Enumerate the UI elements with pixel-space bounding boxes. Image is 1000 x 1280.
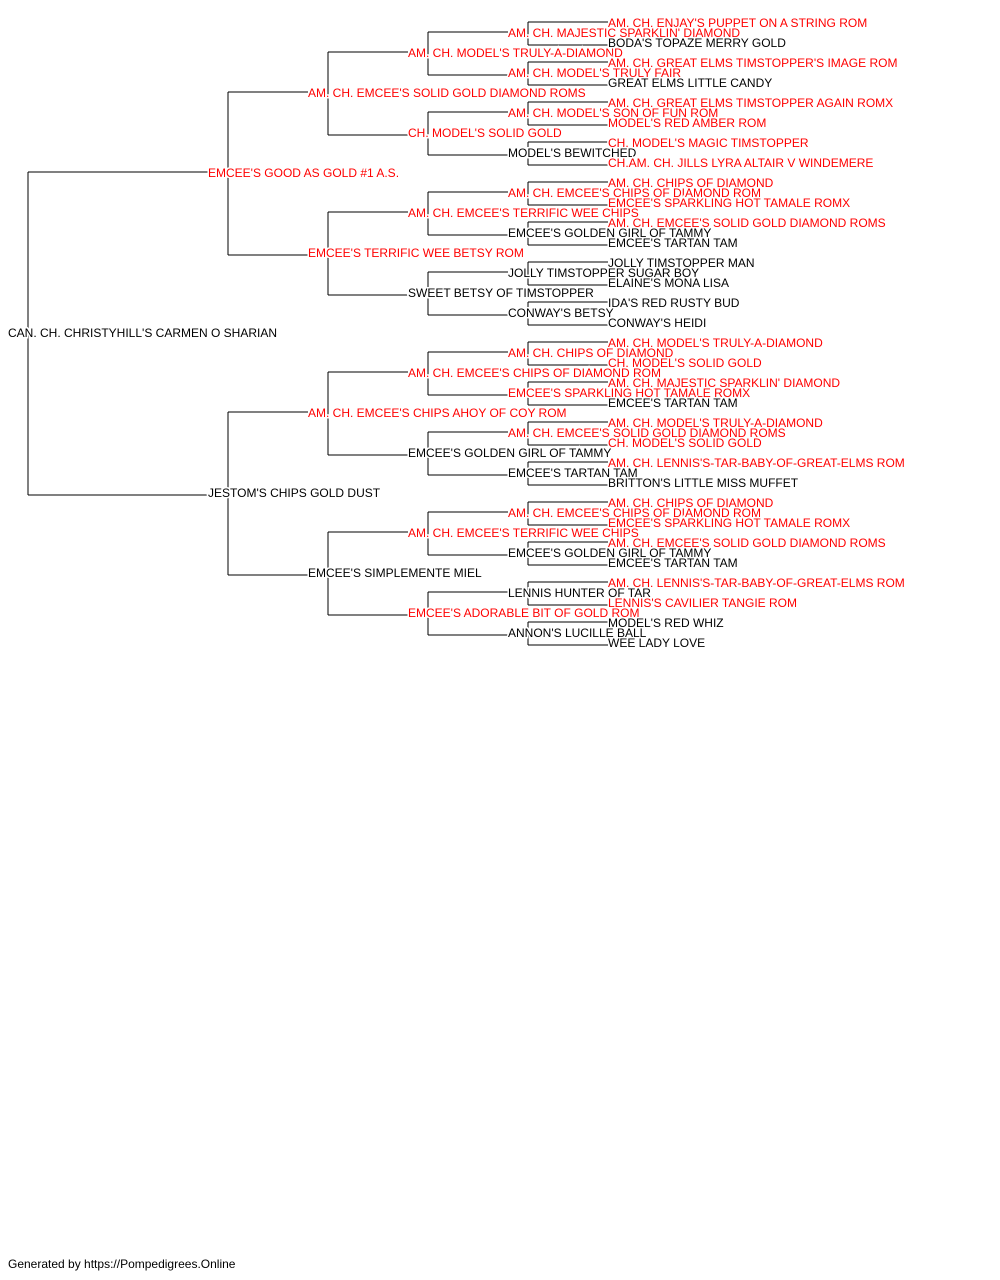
grandparent-name: EMCEE'S SIMPLEMENTE MIEL xyxy=(308,566,482,580)
gen5-ancestor-name: MODEL'S RED WHIZ xyxy=(608,616,724,630)
great-grandparent-name: AM. CH. MODEL'S TRULY-A-DIAMOND xyxy=(408,46,623,60)
gen5-ancestor-name: AM. CH. EMCEE'S SOLID GOLD DIAMOND ROMS xyxy=(608,536,886,550)
gen5-ancestor-name: BRITTON'S LITTLE MISS MUFFET xyxy=(608,476,799,490)
gen4-ancestor-name: EMCEE'S GOLDEN GIRL OF TAMMY xyxy=(508,546,711,560)
great-grandparent-name: CH. MODEL'S SOLID GOLD xyxy=(408,126,562,140)
gen5-ancestor-name: AM. CH. EMCEE'S SOLID GOLD DIAMOND ROMS xyxy=(608,216,886,230)
gen5-ancestor-name: CH.AM. CH. JILLS LYRA ALTAIR V WINDEMERE xyxy=(608,156,873,170)
gen5-ancestor-name: CONWAY'S HEIDI xyxy=(608,316,706,330)
gen4-ancestor-name: ANNON'S LUCILLE BALL xyxy=(508,626,647,640)
gen4-ancestor-name: EMCEE'S TARTAN TAM xyxy=(508,466,638,480)
gen4-ancestor-name: AM. CH. MAJESTIC SPARKLIN' DIAMOND xyxy=(508,26,740,40)
gen5-ancestor-name: AM. CH. ENJAY'S PUPPET ON A STRING ROM xyxy=(608,16,867,30)
grandparent-name: AM. CH. EMCEE'S CHIPS AHOY OF COY ROM xyxy=(308,406,567,420)
gen5-ancestor-name: AM. CH. CHIPS OF DIAMOND xyxy=(608,496,774,510)
gen4-ancestor-name: AM. CH. EMCEE'S SOLID GOLD DIAMOND ROMS xyxy=(508,426,786,440)
gen5-ancestor-name: AM. CH. LENNIS'S-TAR-BABY-OF-GREAT-ELMS … xyxy=(608,576,905,590)
gen5-ancestor-name: MODEL'S RED AMBER ROM xyxy=(608,116,766,130)
gen4-ancestor-name: AM. CH. EMCEE'S CHIPS OF DIAMOND ROM xyxy=(508,186,761,200)
gen5-ancestor-name: EMCEE'S SPARKLING HOT TAMALE ROMX xyxy=(608,196,850,210)
footer-credit: Generated by https://Pompedigrees.Online xyxy=(8,1257,236,1271)
gen4-ancestor-name: MODEL'S BEWITCHED xyxy=(508,146,637,160)
gen5-ancestor-name: ELAINE'S MONA LISA xyxy=(608,276,729,290)
great-grandparent-name: EMCEE'S GOLDEN GIRL OF TAMMY xyxy=(408,446,611,460)
great-grandparent-name: SWEET BETSY OF TIMSTOPPER xyxy=(408,286,594,300)
gen5-ancestor-name: CH. MODEL'S SOLID GOLD xyxy=(608,356,762,370)
grandparent-name: AM. CH. EMCEE'S SOLID GOLD DIAMOND ROMS xyxy=(308,86,586,100)
gen5-ancestor-name: EMCEE'S TARTAN TAM xyxy=(608,556,738,570)
grandparent-name: EMCEE'S TERRIFIC WEE BETSY ROM xyxy=(308,246,524,260)
great-grandparent-name: AM. CH. EMCEE'S TERRIFIC WEE CHIPS xyxy=(408,526,639,540)
great-grandparent-name: AM. CH. EMCEE'S CHIPS OF DIAMOND ROM xyxy=(408,366,661,380)
parent-name: JESTOM'S CHIPS GOLD DUST xyxy=(208,486,381,500)
gen4-ancestor-name: AM. CH. MODEL'S TRULY FAIR xyxy=(508,66,681,80)
gen4-ancestor-name: AM. CH. CHIPS OF DIAMOND xyxy=(508,346,674,360)
gen4-ancestor-name: JOLLY TIMSTOPPER SUGAR BOY xyxy=(508,266,699,280)
parent-name: EMCEE'S GOOD AS GOLD #1 A.S. xyxy=(208,166,399,180)
gen5-ancestor-name: AM. CH. CHIPS OF DIAMOND xyxy=(608,176,774,190)
gen5-ancestor-name: AM. CH. LENNIS'S-TAR-BABY-OF-GREAT-ELMS … xyxy=(608,456,905,470)
gen4-ancestor-name: LENNIS HUNTER OF TAR xyxy=(508,586,651,600)
great-grandparent-name: EMCEE'S ADORABLE BIT OF GOLD ROM xyxy=(408,606,639,620)
gen5-ancestor-name: AM. CH. MODEL'S TRULY-A-DIAMOND xyxy=(608,416,823,430)
gen4-ancestor-name: AM. CH. MODEL'S SON OF FUN ROM xyxy=(508,106,718,120)
gen5-ancestor-name: WEE LADY LOVE xyxy=(608,636,705,650)
gen5-ancestor-name: IDA'S RED RUSTY BUD xyxy=(608,296,740,310)
gen5-ancestor-name: CH. MODEL'S MAGIC TIMSTOPPER xyxy=(608,136,809,150)
gen4-ancestor-name: EMCEE'S GOLDEN GIRL OF TAMMY xyxy=(508,226,711,240)
gen5-ancestor-name: AM. CH. GREAT ELMS TIMSTOPPER AGAIN ROMX xyxy=(608,96,893,110)
gen4-ancestor-name: CONWAY'S BETSY xyxy=(508,306,614,320)
gen4-ancestor-name: EMCEE'S SPARKLING HOT TAMALE ROMX xyxy=(508,386,750,400)
subject-name: CAN. CH. CHRISTYHILL'S CARMEN O SHARIAN xyxy=(8,326,277,340)
great-grandparent-name: AM. CH. EMCEE'S TERRIFIC WEE CHIPS xyxy=(408,206,639,220)
gen4-ancestor-name: AM. CH. EMCEE'S CHIPS OF DIAMOND ROM xyxy=(508,506,761,520)
gen5-ancestor-name: EMCEE'S TARTAN TAM xyxy=(608,236,738,250)
gen5-ancestor-name: GREAT ELMS LITTLE CANDY xyxy=(608,76,772,90)
gen5-ancestor-name: CH. MODEL'S SOLID GOLD xyxy=(608,436,762,450)
gen5-ancestor-name: AM. CH. MAJESTIC SPARKLIN' DIAMOND xyxy=(608,376,840,390)
gen5-ancestor-name: AM. CH. GREAT ELMS TIMSTOPPER'S IMAGE RO… xyxy=(608,56,897,70)
gen5-ancestor-name: EMCEE'S SPARKLING HOT TAMALE ROMX xyxy=(608,516,850,530)
gen5-ancestor-name: BODA'S TOPAZE MERRY GOLD xyxy=(608,36,786,50)
gen5-ancestor-name: EMCEE'S TARTAN TAM xyxy=(608,396,738,410)
gen5-ancestor-name: JOLLY TIMSTOPPER MAN xyxy=(608,256,754,270)
gen5-ancestor-name: AM. CH. MODEL'S TRULY-A-DIAMOND xyxy=(608,336,823,350)
gen5-ancestor-name: LENNIS'S CAVILIER TANGIE ROM xyxy=(608,596,797,610)
